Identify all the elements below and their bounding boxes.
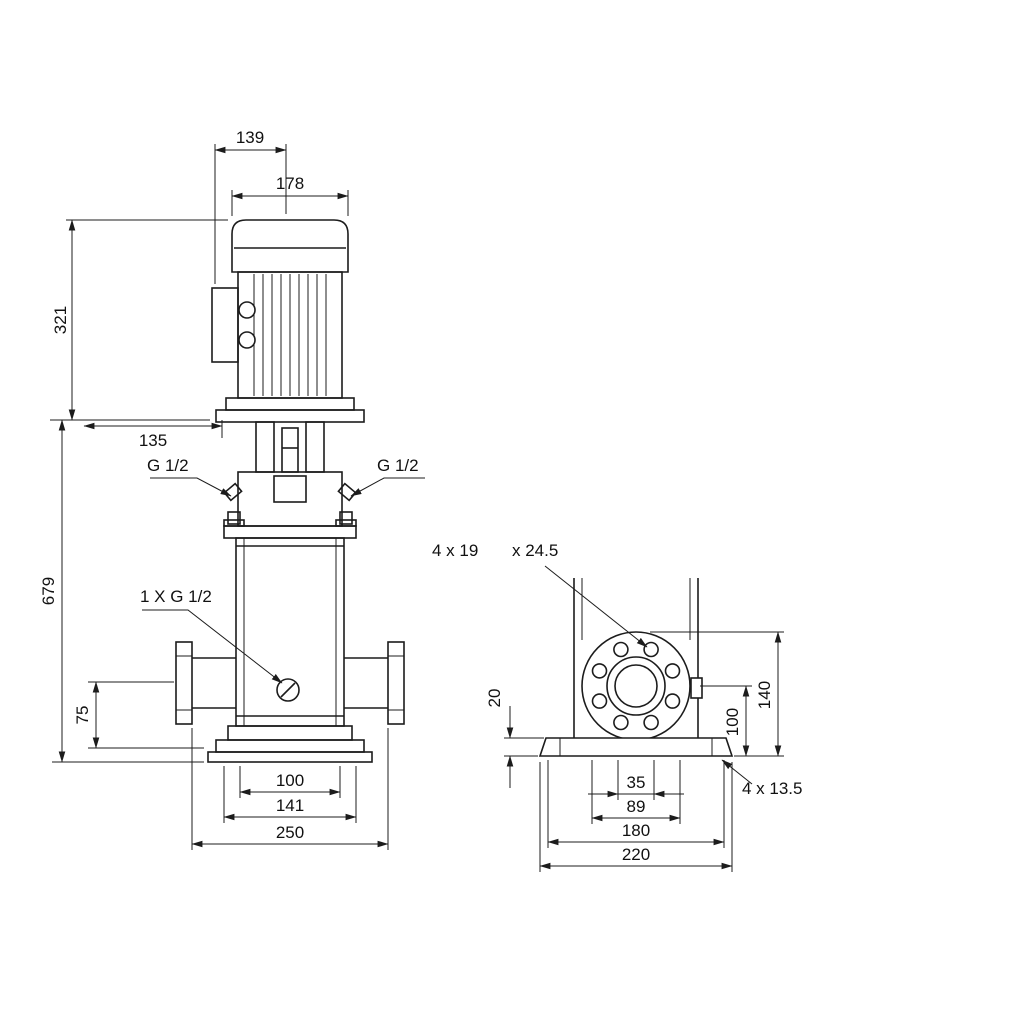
dim-flange-top-height-label: 140 bbox=[755, 681, 774, 709]
port-right-label: G 1/2 bbox=[377, 456, 419, 475]
flange-left bbox=[175, 641, 193, 725]
coupling-lantern bbox=[255, 421, 325, 473]
dim-motor-width: 178 bbox=[231, 174, 349, 216]
drain-label-group: 1 X G 1/2 bbox=[140, 587, 283, 684]
side-column bbox=[573, 578, 699, 738]
dim-top-small-label: 139 bbox=[236, 128, 264, 147]
dim-bolt-span: 180 bbox=[547, 760, 725, 848]
flange-holes-label: 4 x 19 bbox=[432, 541, 478, 560]
dim-slot-label: 35 bbox=[627, 773, 646, 792]
port-stub-right bbox=[337, 482, 357, 502]
dim-port-height: 75 bbox=[73, 681, 204, 749]
dim-bolt-span-label: 180 bbox=[622, 821, 650, 840]
dim-slot: 35 bbox=[588, 760, 684, 800]
dim-flange-center-height-label: 100 bbox=[723, 708, 742, 736]
dim-flange-inner: 100 bbox=[239, 766, 341, 798]
dim-flange-inner-label: 100 bbox=[276, 771, 304, 790]
drain-port-label: 1 X G 1/2 bbox=[140, 587, 212, 606]
dim-top-small: 139 bbox=[214, 128, 287, 284]
base-holes-note: 4 x 13.5 bbox=[721, 759, 803, 798]
base-holes-label: 4 x 13.5 bbox=[742, 779, 803, 798]
dim-slot-span: 89 bbox=[591, 760, 681, 824]
terminal-box bbox=[211, 287, 239, 363]
dim-base-width: 250 bbox=[191, 728, 389, 850]
flange-right bbox=[387, 641, 405, 725]
dim-flange-top-height: 140 bbox=[650, 631, 784, 757]
bolt-hole bbox=[591, 693, 608, 709]
pump-base bbox=[207, 725, 373, 763]
port-labels: G 1/2 G 1/2 bbox=[147, 456, 425, 497]
flange-holes-depth-label: x 24.5 bbox=[512, 541, 558, 560]
motor-flange bbox=[225, 397, 355, 411]
pump-head bbox=[223, 471, 357, 539]
flange-face bbox=[581, 631, 703, 741]
side-view: 4 x 19 x 24.5 20 100 140 bbox=[432, 541, 803, 872]
dim-motor-height-label: 321 bbox=[51, 306, 70, 334]
bolt-hole bbox=[664, 663, 681, 679]
bolt-hole bbox=[643, 641, 659, 658]
dim-adapter-label: 135 bbox=[139, 431, 167, 450]
dim-slot-span-label: 89 bbox=[627, 797, 646, 816]
bolt-hole bbox=[664, 693, 681, 709]
dim-plate-thickness: 20 bbox=[485, 689, 544, 788]
bolt-hole bbox=[643, 714, 659, 731]
dim-motor-height: 321 bbox=[50, 219, 228, 421]
front-view: 139 178 321 135 679 bbox=[39, 128, 425, 850]
dim-port-height-label: 75 bbox=[73, 706, 92, 725]
dim-base-mid: 141 bbox=[223, 766, 357, 823]
bolt-hole bbox=[613, 641, 629, 658]
dim-adapter: 135 bbox=[83, 420, 223, 450]
bolt-hole bbox=[591, 663, 608, 679]
dim-base-mid-label: 141 bbox=[276, 796, 304, 815]
dim-pump-height-label: 679 bbox=[39, 577, 58, 605]
dim-plate-thickness-label: 20 bbox=[485, 689, 504, 708]
dim-flange-center-height: 100 bbox=[700, 685, 784, 757]
flange-holes-note: 4 x 19 x 24.5 bbox=[432, 541, 648, 648]
dim-pump-height: 679 bbox=[39, 419, 204, 763]
motor-outline bbox=[211, 219, 365, 423]
gauge-tab bbox=[690, 677, 703, 699]
dim-base-total-width: 220 bbox=[539, 762, 733, 872]
dim-motor-width-label: 178 bbox=[276, 174, 304, 193]
base-plate-side bbox=[538, 737, 734, 757]
dim-base-total-width-label: 220 bbox=[622, 845, 650, 864]
dim-base-width-label: 250 bbox=[276, 823, 304, 842]
port-stub-left bbox=[223, 482, 243, 502]
port-left-label: G 1/2 bbox=[147, 456, 189, 475]
side-port-flanges bbox=[175, 641, 405, 725]
bolt-hole bbox=[613, 714, 629, 731]
